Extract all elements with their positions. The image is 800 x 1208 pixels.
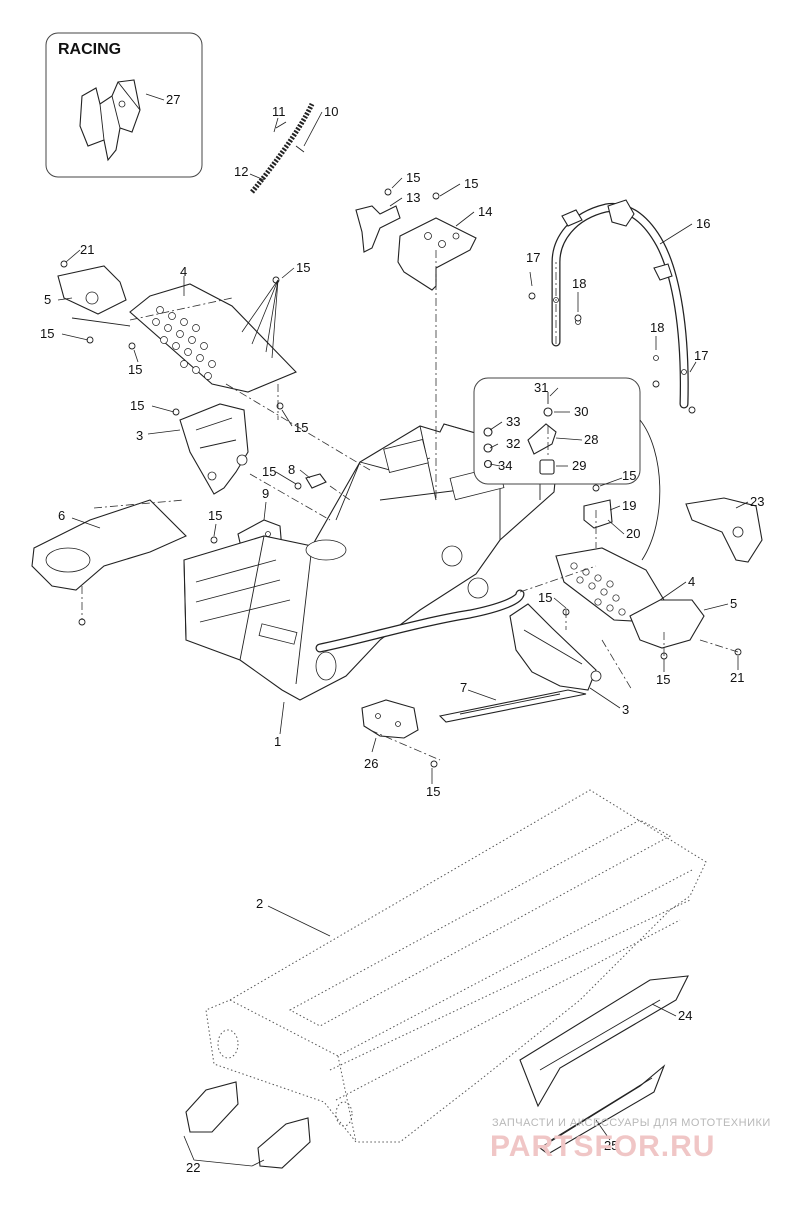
- right-footrest-part: [555, 547, 705, 649]
- part-label: 22: [186, 1160, 200, 1175]
- skid-plate-6-part: [31, 499, 187, 591]
- part-label: 21: [730, 670, 744, 685]
- hardware-callout: [473, 377, 661, 561]
- cable-strip-part: [250, 102, 315, 194]
- part-label: 15: [294, 420, 308, 435]
- part-label: 20: [626, 526, 640, 541]
- part-label: 1: [274, 734, 281, 749]
- part-label: 15: [40, 326, 54, 341]
- part-labels: 27 11 10 12 15 13 15 14 16 21 4 15 5 15 …: [40, 92, 764, 1175]
- part-label: 9: [262, 486, 269, 501]
- tunnel-plates-22-part: [185, 1081, 311, 1169]
- part-label: 25: [604, 1138, 618, 1153]
- part-label: 24: [678, 1008, 692, 1023]
- part-label: 23: [750, 494, 764, 509]
- left-bracket-3-part: [179, 403, 249, 495]
- part-label: 15: [208, 508, 222, 523]
- part-label: 15: [406, 170, 420, 185]
- part-label: 30: [574, 404, 588, 419]
- rails-24-25-part: [519, 975, 689, 1155]
- part-label: 18: [650, 320, 664, 335]
- part-label: 7: [460, 680, 467, 695]
- bracket-23-part: [685, 497, 763, 563]
- part-label: 15: [426, 784, 440, 799]
- part-label: 15: [296, 260, 310, 275]
- bracket-13-part: [355, 205, 401, 253]
- part-label: 16: [696, 216, 710, 231]
- part-label: 26: [364, 756, 378, 771]
- assembly-lines: [81, 250, 739, 761]
- part-label: 21: [80, 242, 94, 257]
- part-label: 15: [538, 590, 552, 605]
- part-label: 6: [58, 508, 65, 523]
- clip-8-part: [305, 473, 327, 489]
- watermark: ЗАПЧАСТИ И АКСЕССУАРЫ ДЛЯ МОТОТЕХНИКИ PA…: [490, 1117, 771, 1163]
- part-label: 34: [498, 458, 512, 473]
- left-footrest-part: [57, 265, 297, 393]
- bracket-26-part: [361, 699, 419, 739]
- part-label: 5: [44, 292, 51, 307]
- part-label: 15: [130, 398, 144, 413]
- leader-lines: [57, 93, 749, 1167]
- part-label: 11: [272, 104, 286, 119]
- bracket-14-part: [397, 217, 477, 291]
- part-label: 4: [180, 264, 187, 279]
- watermark-tagline: ЗАПЧАСТИ И АКСЕССУАРЫ ДЛЯ МОТОТЕХНИКИ: [492, 1117, 771, 1129]
- watermark-logo: PARTSFOR.RU: [490, 1130, 715, 1163]
- right-bracket-3-part: [509, 603, 602, 691]
- part-label: 17: [694, 348, 708, 363]
- part-label: 28: [584, 432, 598, 447]
- part-label: 17: [526, 250, 540, 265]
- handle-hoop-part: [551, 199, 689, 409]
- part-label: 13: [406, 190, 420, 205]
- part-label: 14: [478, 204, 492, 219]
- part-label: 27: [166, 92, 180, 107]
- inset-title: RACING: [58, 41, 121, 58]
- part-label: 2: [256, 896, 263, 911]
- part-label: 5: [730, 596, 737, 611]
- clip-19-part: [583, 499, 613, 529]
- part-label: 15: [262, 464, 276, 479]
- part-label: 15: [622, 468, 636, 483]
- part-label: 33: [506, 414, 520, 429]
- strip-7-part: [438, 689, 587, 723]
- part-label: 18: [572, 276, 586, 291]
- part-label: 32: [506, 436, 520, 451]
- tunnel-2-part: [205, 789, 707, 1143]
- part-label: 3: [136, 428, 143, 443]
- part-label: 19: [622, 498, 636, 513]
- part-label: 3: [622, 702, 629, 717]
- part-label: 15: [128, 362, 142, 377]
- racing-inset: RACING: [45, 32, 203, 178]
- part-label: 10: [324, 104, 338, 119]
- part-label: 8: [288, 462, 295, 477]
- part-label: 4: [688, 574, 695, 589]
- part-label: 31: [534, 380, 548, 395]
- part-label: 15: [464, 176, 478, 191]
- part-label: 29: [572, 458, 586, 473]
- part-label: 12: [234, 164, 248, 179]
- part-label: 15: [656, 672, 670, 687]
